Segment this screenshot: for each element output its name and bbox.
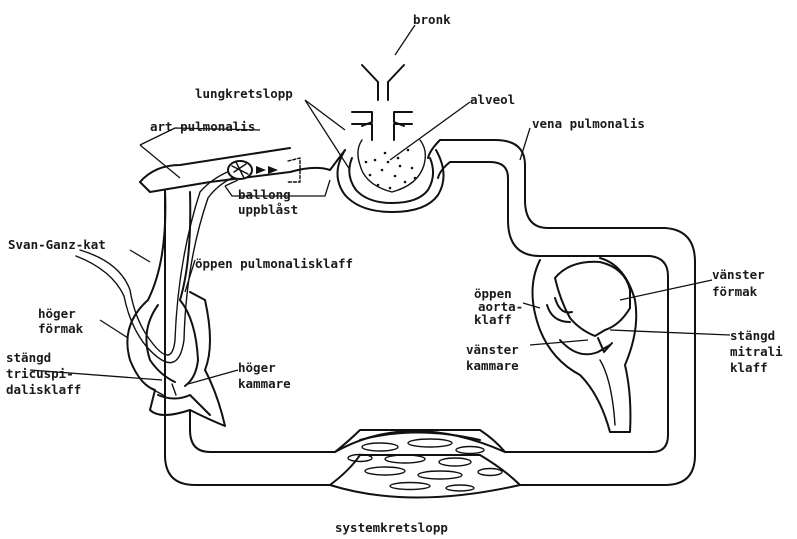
label-stangd-tricusp-2: tricuspi- bbox=[6, 366, 74, 381]
label-stangd-mitral-2: mitrali bbox=[730, 344, 783, 359]
label-stangd-mitral-1: stängd bbox=[730, 328, 775, 343]
label-hoger-formak-2: förmak bbox=[38, 321, 84, 336]
label-vanster-formak-2: förmak bbox=[712, 284, 758, 299]
label-stangd-mitral-3: klaff bbox=[730, 360, 768, 375]
label-hoger-formak-1: höger bbox=[38, 306, 76, 321]
label-bronk: bronk bbox=[413, 12, 451, 27]
label-oppen-aorta-3: klaff bbox=[474, 312, 512, 327]
labels: bronk lungkretslopp alveol art pulmonali… bbox=[6, 12, 783, 535]
label-svan-ganz: Svan-Ganz-kat bbox=[8, 237, 106, 252]
label-ballong: ballong bbox=[238, 187, 291, 202]
label-vanster-formak-1: vänster bbox=[712, 267, 765, 282]
inflated-balloon bbox=[228, 158, 300, 182]
label-vanster-kammare-2: kammare bbox=[466, 358, 519, 373]
label-hoger-kammare-1: höger bbox=[238, 360, 276, 375]
label-systemkretslopp: systemkretslopp bbox=[335, 520, 448, 535]
label-alveol: alveol bbox=[470, 92, 515, 107]
systemic-capillary-bed bbox=[330, 431, 520, 498]
label-hoger-kammare-2: kammare bbox=[238, 376, 291, 391]
label-vena-pulmonalis: vena pulmonalis bbox=[532, 116, 645, 131]
label-stangd-tricusp-1: stängd bbox=[6, 350, 51, 365]
label-oppen-pulmonalisklaff: öppen pulmonalisklaff bbox=[195, 256, 353, 271]
label-vanster-kammare-1: vänster bbox=[466, 342, 519, 357]
label-art-pulmonalis: art pulmonalis bbox=[150, 119, 255, 134]
label-uppblast: uppblåst bbox=[238, 202, 298, 217]
alveolus bbox=[338, 140, 444, 212]
label-stangd-tricusp-3: dalisklaff bbox=[6, 382, 81, 397]
bronchus bbox=[352, 65, 412, 140]
left-heart bbox=[533, 258, 637, 432]
label-lungkretslopp: lungkretslopp bbox=[195, 86, 293, 101]
